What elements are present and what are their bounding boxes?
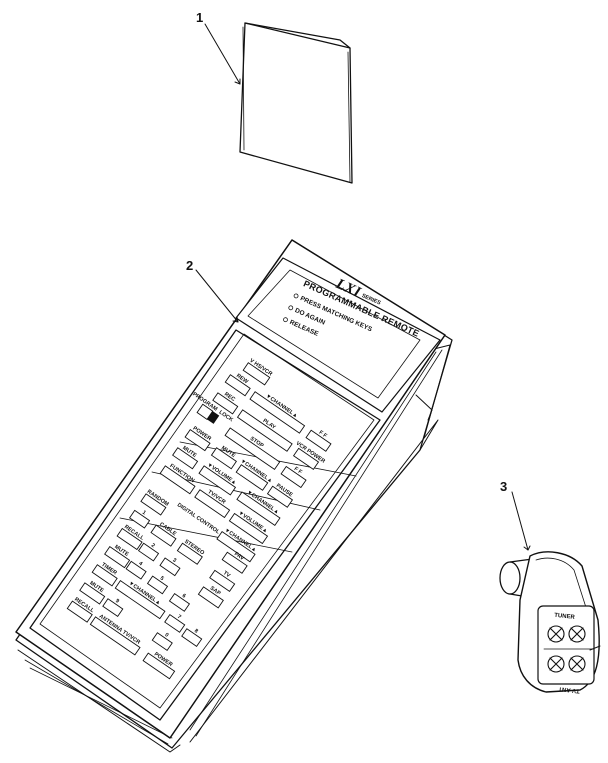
key-fav-label: FAV bbox=[233, 551, 245, 562]
callout-1: 1 bbox=[196, 10, 203, 25]
callout-line-3 bbox=[511, 491, 529, 551]
key-ff2: F F bbox=[280, 465, 307, 489]
antenna-adapter bbox=[499, 551, 601, 693]
key-ff2-label: F F bbox=[293, 466, 304, 476]
digit-key-1-label: 1 bbox=[141, 510, 147, 517]
digit-key-2-label: 2 bbox=[150, 543, 156, 550]
key-ff: F F bbox=[305, 429, 332, 452]
instruction-booklet bbox=[239, 22, 353, 184]
digit-key-5-label: 5 bbox=[159, 575, 165, 582]
digit-key-4-label: 4 bbox=[137, 561, 144, 568]
digit-key-7: 7 bbox=[164, 614, 186, 633]
digit-key-2: 2 bbox=[137, 543, 160, 562]
adapter-label-top: TUNER bbox=[554, 613, 576, 621]
callout-3: 3 bbox=[500, 479, 507, 494]
digit-key-4: 4 bbox=[125, 561, 147, 580]
key-fav: FAV bbox=[221, 551, 248, 574]
key-tv-label: TV bbox=[222, 570, 231, 579]
digit-key-6-label: 6 bbox=[181, 593, 187, 600]
adapter-label-bottom: TV ANT bbox=[558, 685, 580, 693]
key-rec: REC bbox=[212, 391, 239, 415]
digit-key-1: 1 bbox=[128, 510, 151, 529]
digit-key-3-label: 3 bbox=[171, 557, 177, 564]
key-tv: TV bbox=[209, 569, 236, 592]
key-rec-label: REC bbox=[223, 391, 236, 403]
callout-2: 2 bbox=[186, 258, 193, 273]
digit-key-7-label: 7 bbox=[176, 614, 182, 621]
key-chan5: ▼CHANNEL▲ bbox=[114, 580, 166, 620]
digit-key-8: 8 bbox=[181, 628, 203, 647]
digit-key-6: 6 bbox=[168, 593, 191, 612]
digit-key-0-label: 0 bbox=[164, 632, 170, 639]
screw-terminals bbox=[543, 625, 601, 673]
digit-key-9-label: 9 bbox=[114, 598, 120, 605]
digit-key-3: 3 bbox=[159, 557, 181, 577]
key-sap: SAP bbox=[197, 585, 224, 609]
callout-line-1 bbox=[204, 23, 241, 85]
digit-key-0: 0 bbox=[151, 632, 173, 652]
callout-line-2 bbox=[195, 269, 239, 323]
digit-key-9: 9 bbox=[102, 598, 124, 618]
key-ff-label: F F bbox=[318, 430, 329, 440]
digit-key-8-label: 8 bbox=[193, 628, 199, 635]
key-mute3: MUTE bbox=[104, 544, 131, 569]
digit-key-5: 5 bbox=[146, 575, 169, 595]
key-sap-label: SAP bbox=[209, 585, 222, 597]
